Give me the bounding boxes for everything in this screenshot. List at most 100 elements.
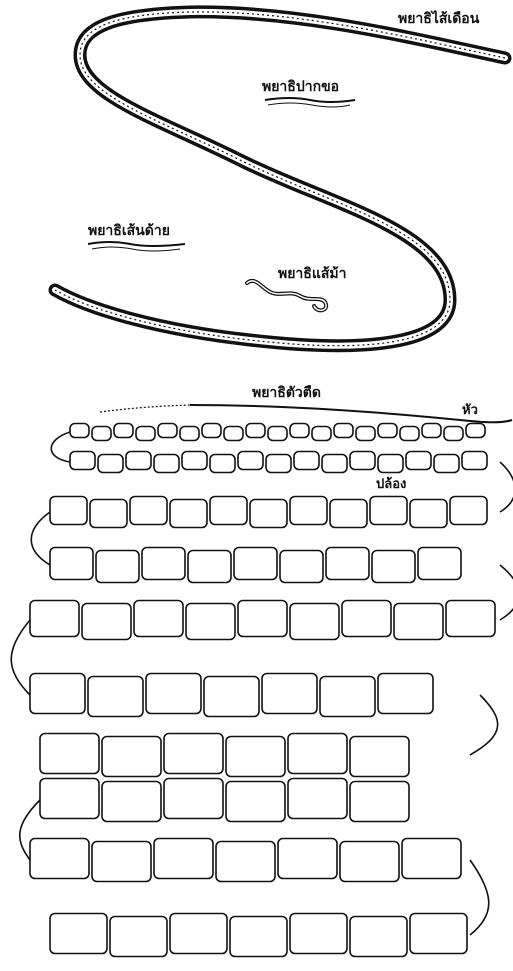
tapeworm-segment [288,734,347,774]
tapeworm-segment [164,779,223,819]
tapeworm-segment [230,917,287,957]
tapeworm-segment [280,551,323,583]
tapeworm-segment [50,497,87,525]
tapeworm-segment [50,914,107,954]
tapeworm-segment [322,455,347,473]
tapeworm-segment [188,551,231,583]
tapeworm-segment [182,452,207,470]
tapeworm-segment [290,604,339,640]
tapeworm-segment [170,500,207,528]
tapeworm-segment [226,782,285,822]
tapeworm-segment [40,734,99,774]
tapeworm-segment [406,452,431,470]
tapeworm-turn [31,512,50,565]
tapeworm-segment [238,601,287,637]
tapeworm-segment [82,604,131,640]
tapeworm-segment [90,500,127,528]
tapeworm-turn [500,462,513,512]
tapeworm-segment [234,548,277,580]
tapeworm-segment [410,500,447,528]
tapeworm-segment [92,842,151,882]
tapeworm-segment [378,424,397,438]
tapeworm-segment [312,427,331,441]
tapeworm-segment [246,424,265,438]
tapeworm-segment [350,452,375,470]
tapeworm-segment [278,839,337,879]
tapeworm-segment [170,914,227,954]
tapeworm-segment [434,455,459,473]
tapeworm-segment [204,677,259,717]
tapeworm-segment [462,452,487,470]
tapeworm-turn [11,620,30,695]
tapeworm-segment [372,551,415,583]
tapeworm-segment [250,500,287,528]
tapeworm-segment [268,427,287,441]
pinworm-label: พยาธิแส้ม้า [278,267,347,281]
tapeworm-segment [216,842,275,882]
tapeworm-segment [224,427,243,441]
tapeworm-segment [96,551,139,583]
tapeworm-segment [422,424,441,438]
segment-label: ปล้อง [376,478,406,491]
tapeworm-segment [130,497,167,525]
tapeworm-segment [370,497,407,525]
tapeworm-segment [334,424,353,438]
tapeworm-segment [134,601,183,637]
tapeworm-segment [342,601,391,637]
tapeworm-segment [400,427,419,441]
threadworm-label: พยาธิเส้นด้าย [88,224,170,238]
hookworm-label: พยาธิปากขอ [262,80,339,94]
roundworm-label: พยาธิไส้เดือน [398,12,479,26]
tapeworm-segment [226,737,285,777]
tapeworm-neck [100,405,512,422]
tapeworm-segments [11,424,513,957]
tapeworm-segment [202,424,221,438]
tapeworm-segment [350,737,409,777]
pinworm-drawing [247,281,326,311]
tapeworm-segment [70,452,95,470]
tapeworm-segment [88,677,143,717]
tapeworm-segment [110,917,167,957]
tapeworm-segment [70,424,89,438]
tapeworm-segment [266,455,291,473]
tapeworm-segment [154,455,179,473]
tapeworm-segment [146,674,201,714]
tapeworm-segment [350,917,407,957]
tapeworm-segment [402,839,461,879]
tapeworm-segment [102,737,161,777]
tapeworm-label: พยาธิตัวตืด [252,386,321,400]
tapeworm-segment [290,914,347,954]
tapeworm-segment [158,424,177,438]
tapeworm-turn [470,860,489,935]
tapeworm-segment [262,674,317,714]
tapeworm-segment [210,497,247,525]
tapeworm-segment [126,452,151,470]
tapeworm-segment [164,734,223,774]
tapeworm-turn [470,695,498,755]
tapeworm-segment [30,839,89,879]
tapeworm-segment [30,674,85,714]
tapeworm-segment [446,601,495,637]
tapeworm-segment [40,779,99,819]
tapeworm-segment [350,782,409,822]
tapeworm-segment [378,674,433,714]
tapeworm-segment [180,427,199,441]
tapeworm-segment [98,455,123,473]
tapeworm-segment [30,601,79,637]
head-label: หัว [462,404,478,417]
tapeworm-segment [92,427,111,441]
tapeworm-segment [320,677,375,717]
tapeworm-segment [288,779,347,819]
tapeworm-segment [210,455,235,473]
tapeworm-segment [418,548,461,580]
tapeworm-segment [290,424,309,438]
tapeworm-segment [340,842,399,882]
tapeworm-segment [50,548,93,580]
tapeworm-segment [330,500,367,528]
tapeworm-segment [466,424,485,438]
tapeworm-segment [410,914,467,954]
tapeworm-segment [444,427,463,441]
tapeworm-segment [378,455,403,473]
